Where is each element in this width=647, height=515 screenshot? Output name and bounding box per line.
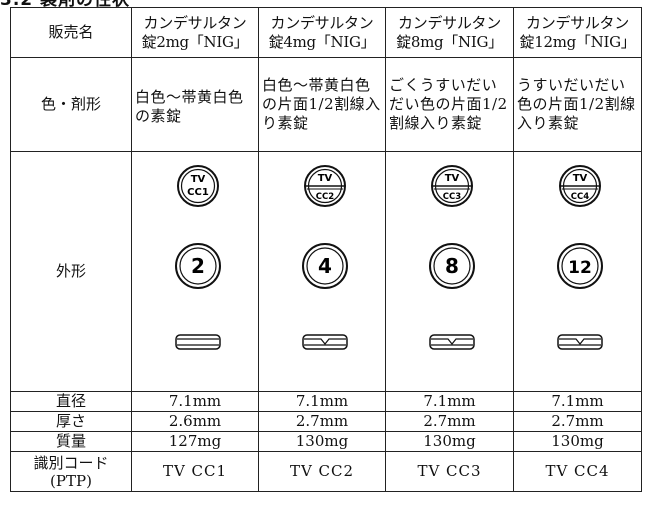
mass-4: 130mg <box>513 431 642 452</box>
diameter-4: 7.1mm <box>513 391 642 412</box>
row-color-form: 色・剤形 白色～帯黄白色の素錠 白色～帯黄白色の片面1/2割線入り素錠 ごくうす… <box>10 57 642 152</box>
row-thickness: 厚さ 2.6mm 2.7mm 2.7mm 2.7mm <box>10 411 642 432</box>
imprint-line1-4: TV <box>573 173 588 184</box>
product-name-4: カンデサルタン錠12mg「NIG」 <box>513 7 642 58</box>
product-name-2-line1: カンデサルタン <box>270 13 374 32</box>
tablet-illustration-4: TV CC4 12 <box>557 165 603 350</box>
imprint-line2-4: CC4 <box>571 192 589 202</box>
tablet-side-view-3 <box>429 334 475 350</box>
mass-2: 130mg <box>258 431 386 452</box>
color-form-2: 白色～帯黄白色の片面1/2割線入り素錠 <box>258 57 386 152</box>
mass-1: 127mg <box>131 431 259 452</box>
product-name-3: カンデサルタン錠8mg「NIG」 <box>385 7 514 58</box>
tablet-number-view-4: 12 <box>557 243 603 289</box>
tablet-top-view-2: TV CC2 <box>304 165 346 207</box>
product-name-4-line1: カンデサルタン <box>526 13 629 32</box>
tablet-number-view-3: 8 <box>429 243 475 289</box>
thickness-1: 2.6mm <box>131 411 259 432</box>
color-form-3: ごくうすいだいだい色の片面1/2割線入り素錠 <box>385 57 514 152</box>
tablet-top-view-1: TV CC1 <box>177 165 219 207</box>
side-number-3: 8 <box>445 254 459 278</box>
tablet-spec-table: 販売名 カンデサルタン錠2mg「NIG」 カンデサルタン錠4mg「NIG」 カン… <box>10 7 642 492</box>
code-2: TV CC2 <box>258 451 386 492</box>
row-mass: 質量 127mg 130mg 130mg 130mg <box>10 431 642 452</box>
row-product-name: 販売名 カンデサルタン錠2mg「NIG」 カンデサルタン錠4mg「NIG」 カン… <box>10 7 642 58</box>
tablet-illustration-3: TV CC3 8 <box>429 165 475 350</box>
imprint-line2-3: CC3 <box>443 192 461 202</box>
row-diameter: 直径 7.1mm 7.1mm 7.1mm 7.1mm <box>10 391 642 412</box>
product-name-1-line2: 錠2mg「NIG」 <box>141 32 249 51</box>
code-3: TV CC3 <box>385 451 514 492</box>
row-code: 識別コード(PTP) TV CC1 TV CC2 TV CC3 TV CC4 <box>10 451 642 492</box>
tablet-illustration-1: TV CC1 2 <box>175 165 221 350</box>
tablet-side-view-2 <box>302 334 348 350</box>
code-1: TV CC1 <box>131 451 259 492</box>
color-form-4: うすいだいだい色の片面1/2割線入り素錠 <box>513 57 642 152</box>
tablet-number-view-1: 2 <box>175 243 221 289</box>
appearance-1: TV CC1 2 <box>131 151 259 392</box>
appearance-2: TV CC2 4 <box>258 151 386 392</box>
thickness-2: 2.7mm <box>258 411 386 432</box>
imprint-line1-1: TV <box>191 174 206 185</box>
appearance-4: TV CC4 12 <box>513 151 642 392</box>
tablet-top-view-4: TV CC4 <box>559 165 601 207</box>
imprint-line1-3: TV <box>445 173 460 184</box>
side-number-1: 2 <box>191 254 205 278</box>
code-4: TV CC4 <box>513 451 642 492</box>
product-name-2-line2: 錠4mg「NIG」 <box>268 32 376 51</box>
label-appearance: 外形 <box>10 151 132 392</box>
diameter-2: 7.1mm <box>258 391 386 412</box>
section-heading: 3.2 製剤の性状 <box>0 0 131 10</box>
label-diameter: 直径 <box>10 391 132 412</box>
tablet-number-view-2: 4 <box>302 243 348 289</box>
mass-3: 130mg <box>385 431 514 452</box>
label-thickness: 厚さ <box>10 411 132 432</box>
product-name-2: カンデサルタン錠4mg「NIG」 <box>258 7 386 58</box>
tablet-illustration-2: TV CC2 4 <box>302 165 348 350</box>
thickness-3: 2.7mm <box>385 411 514 432</box>
imprint-line1-2: TV <box>318 173 333 184</box>
side-number-2: 4 <box>318 254 332 278</box>
product-name-4-line2: 錠12mg「NIG」 <box>519 32 636 51</box>
label-mass: 質量 <box>10 431 132 452</box>
tablet-top-view-3: TV CC3 <box>431 165 473 207</box>
product-name-1: カンデサルタン錠2mg「NIG」 <box>131 7 259 58</box>
product-name-1-line1: カンデサルタン <box>143 13 247 32</box>
product-name-3-line2: 錠8mg「NIG」 <box>396 32 503 51</box>
label-product-name: 販売名 <box>10 7 132 58</box>
imprint-line2-2: CC2 <box>316 192 334 202</box>
thickness-4: 2.7mm <box>513 411 642 432</box>
label-code: 識別コード(PTP) <box>10 451 132 492</box>
appearance-3: TV CC3 8 <box>385 151 514 392</box>
product-name-3-line1: カンデサルタン <box>398 13 501 32</box>
tablet-side-view-1 <box>175 334 221 350</box>
diameter-1: 7.1mm <box>131 391 259 412</box>
color-form-1: 白色～帯黄白色の素錠 <box>131 57 259 152</box>
label-code-line2: (PTP) <box>50 471 92 490</box>
diameter-3: 7.1mm <box>385 391 514 412</box>
label-color-form: 色・剤形 <box>10 57 132 152</box>
imprint-line2-1: CC1 <box>187 187 209 198</box>
side-number-4: 12 <box>568 258 592 278</box>
label-code-line1: 識別コード <box>33 453 109 472</box>
row-appearance: 外形 TV CC1 2 TV CC2 4 TV CC3 8 TV CC4 12 <box>10 151 642 392</box>
tablet-side-view-4 <box>557 334 603 350</box>
